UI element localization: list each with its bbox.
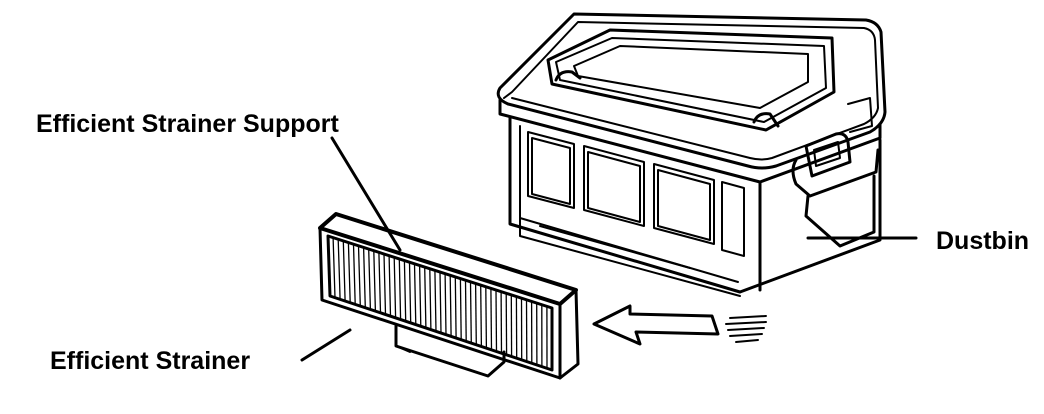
pleat-line <box>368 249 372 310</box>
pleat-line <box>398 258 402 320</box>
leader-line-strainer <box>300 328 352 362</box>
pleat-line <box>424 267 427 329</box>
leader-line-support <box>330 136 402 252</box>
pleat-line <box>490 288 493 350</box>
pleat-line <box>383 253 387 315</box>
pleat-line <box>357 245 361 307</box>
insertion-arrow <box>592 304 767 346</box>
pleat-line <box>373 250 377 312</box>
pleat-line <box>352 244 356 305</box>
pleat-line <box>393 257 397 318</box>
label-efficient-strainer-support: Efficient Strainer Support <box>36 110 339 138</box>
pleat-line <box>408 262 412 323</box>
pleat-line <box>485 286 488 349</box>
label-dustbin: Dustbin <box>936 227 1030 255</box>
pleat-line <box>347 242 351 303</box>
pleat-line <box>337 239 341 300</box>
strainer-pleats <box>332 237 548 369</box>
pleat-line <box>332 237 336 298</box>
pleat-line <box>403 260 407 322</box>
pleat-line <box>413 263 417 325</box>
pleat-line <box>439 271 442 334</box>
pleat-line <box>434 270 437 332</box>
label-efficient-strainer: Efficient Strainer <box>50 347 251 375</box>
pleat-line <box>388 255 392 317</box>
pleat-line <box>449 275 452 337</box>
pleat-line <box>495 289 498 352</box>
pleat-line <box>362 247 366 308</box>
pleat-line <box>464 280 467 342</box>
pleat-line <box>474 283 477 345</box>
strainer-illustration <box>318 212 580 380</box>
dustbin-illustration <box>496 12 887 297</box>
pleat-line <box>444 273 447 335</box>
pleat-line <box>480 285 483 347</box>
pleat-line <box>469 281 472 344</box>
pleat-line <box>429 268 432 330</box>
pleat-line <box>454 276 457 339</box>
pleat-line <box>342 240 346 302</box>
pleat-line <box>459 278 462 340</box>
pleat-line <box>418 265 422 327</box>
pleat-line <box>378 252 382 313</box>
